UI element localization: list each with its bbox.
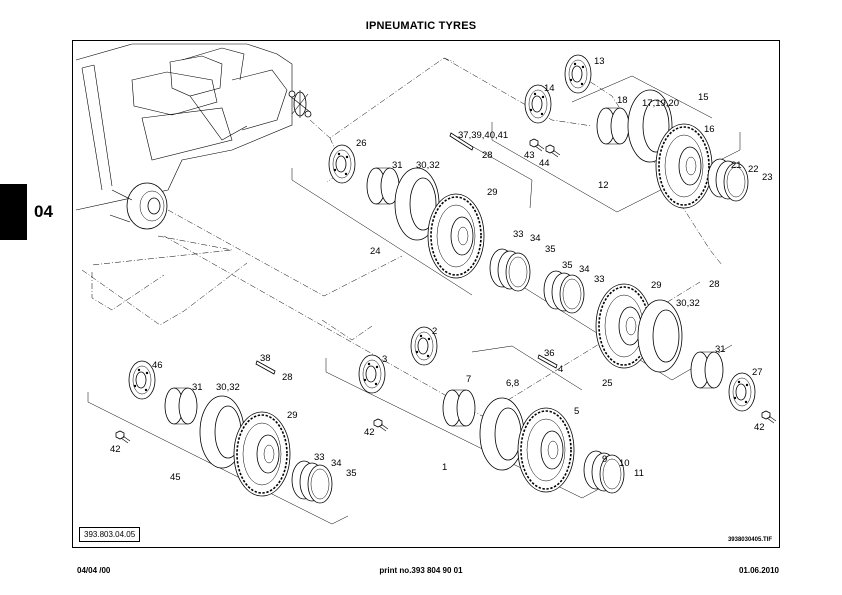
callout-23: 23 xyxy=(762,172,773,183)
callout-36: 36 xyxy=(544,348,555,359)
callout-17-19-20: 17,19,20 xyxy=(642,98,679,109)
callout-labels: 13 14 18 17,19,20 15 16 43 44 12 21 22 2… xyxy=(110,56,773,483)
callout-16: 16 xyxy=(704,124,715,135)
callout-31-b: 31 xyxy=(715,344,726,355)
callout-21: 21 xyxy=(731,160,742,171)
callout-26: 26 xyxy=(356,138,367,149)
wheel-assembly-24 xyxy=(328,132,531,292)
callout-13: 13 xyxy=(594,56,605,67)
callout-11: 11 xyxy=(634,468,644,479)
callout-3: 3 xyxy=(382,354,387,365)
section-tab: 04 xyxy=(0,184,53,240)
drawing-reference: 393.803.04.05 xyxy=(79,527,141,542)
wheel-assembly-1 xyxy=(358,326,625,494)
callout-15: 15 xyxy=(698,92,709,103)
callout-33-a: 33 xyxy=(513,229,524,240)
wheel-assembly-45 xyxy=(115,360,333,504)
callout-37-39-40-41: 37,39,40,41 xyxy=(458,130,508,141)
callout-4: 4 xyxy=(558,364,563,375)
callout-44: 44 xyxy=(539,158,550,169)
callout-35-a: 35 xyxy=(545,244,556,255)
callout-46: 46 xyxy=(152,360,163,371)
group-brackets xyxy=(87,75,741,525)
callout-31-c: 31 xyxy=(192,382,203,393)
callout-30-32-a: 30,32 xyxy=(416,160,440,171)
callout-30-32-c: 30,32 xyxy=(216,382,240,393)
exploded-parts-diagram: 13 14 18 17,19,20 15 16 43 44 12 21 22 2… xyxy=(75,43,777,525)
callout-25: 25 xyxy=(602,378,613,389)
callout-14: 14 xyxy=(544,83,555,94)
image-file-name: 3938030405.TIF xyxy=(727,537,772,543)
callout-28-c: 28 xyxy=(282,372,293,383)
callout-42-a: 42 xyxy=(754,422,765,433)
callout-33-c: 33 xyxy=(314,452,325,463)
callout-22: 22 xyxy=(748,164,759,175)
forklift-outline xyxy=(75,43,312,230)
callout-35-c: 35 xyxy=(346,468,357,479)
callout-9: 9 xyxy=(602,454,607,465)
callout-12: 12 xyxy=(598,180,609,191)
callout-29-c: 29 xyxy=(287,410,298,421)
footer-date: 01.06.2010 xyxy=(738,566,779,575)
footer-page-code: 04/04 /00 xyxy=(77,566,111,575)
callout-28-a: 28 xyxy=(482,150,493,161)
callout-5: 5 xyxy=(574,406,579,417)
callout-42-b: 42 xyxy=(364,427,375,438)
callout-33-b: 33 xyxy=(594,274,605,285)
callout-30-32-b: 30,32 xyxy=(676,298,700,309)
callout-35-b: 35 xyxy=(562,260,573,271)
wheel-assembly-25 xyxy=(543,270,777,424)
callout-2: 2 xyxy=(432,326,437,337)
callout-45: 45 xyxy=(170,472,181,483)
callout-6-8: 6,8 xyxy=(506,378,519,389)
callout-34-a: 34 xyxy=(530,233,541,244)
callout-27: 27 xyxy=(752,367,763,378)
callout-7: 7 xyxy=(466,374,471,385)
section-tab-label: 04 xyxy=(34,202,53,221)
callout-42-c: 42 xyxy=(110,444,121,455)
callout-29-b: 29 xyxy=(651,280,662,291)
callout-18: 18 xyxy=(617,95,628,106)
footer-print-number: print no.393 804 90 01 xyxy=(379,566,463,575)
callout-28-b: 28 xyxy=(709,279,720,290)
callout-10: 10 xyxy=(619,458,630,469)
callout-34-b: 34 xyxy=(579,264,590,275)
callout-31-a: 31 xyxy=(392,160,403,171)
callout-34-c: 34 xyxy=(331,458,342,469)
callout-1: 1 xyxy=(442,462,447,473)
callout-24: 24 xyxy=(370,246,381,257)
callout-43: 43 xyxy=(524,150,535,161)
callout-38: 38 xyxy=(260,353,271,364)
callout-29-a: 29 xyxy=(487,187,498,198)
page-title: IPNEUMATIC TYRES xyxy=(365,20,477,32)
drawing-frame xyxy=(72,40,780,548)
